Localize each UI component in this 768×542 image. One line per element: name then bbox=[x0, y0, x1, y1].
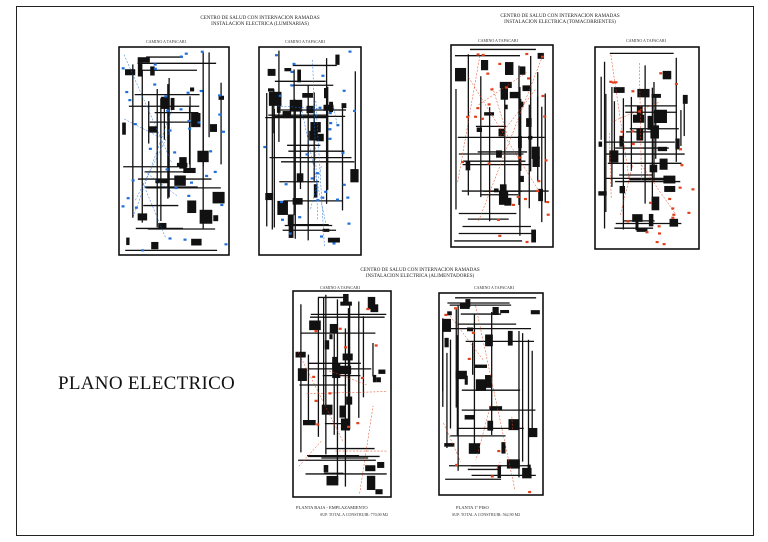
plan-luminarias-ground bbox=[118, 46, 230, 256]
sheet3-title-line2: INSTALACION ELECTRICA (ALIMENTADORES) bbox=[365, 274, 475, 279]
sheet2-road-left: CAMINO A TAPACARI bbox=[478, 38, 518, 43]
sheet3-road-right: CAMINO A TAPACARI bbox=[474, 285, 514, 290]
sheet2-title-line2: INSTALACION ELECTRICA (TOMACORRIENTES) bbox=[504, 20, 616, 25]
plan-alimentadores-ground bbox=[292, 290, 392, 498]
sheet1-title: CENTRO DE SALUD CON INTERNACION RAMADAS … bbox=[160, 16, 360, 28]
plan-tomacorrientes-first bbox=[594, 46, 700, 250]
ground-floor-caption: PLANTA BAJA - EMPLAZAMIENTO bbox=[296, 505, 368, 510]
sheet3-title: CENTRO DE SALUD CON INTERNACION RAMADAS … bbox=[320, 268, 520, 280]
first-floor-caption: PLANTA 1º PISO bbox=[456, 505, 489, 510]
sheet2-title-line1: CENTRO DE SALUD CON INTERNACION RAMADAS bbox=[500, 14, 620, 19]
sheet1-title-line2: INSTALACION ELECTRICA (LUMINARIAS) bbox=[211, 22, 309, 27]
sheet2-title: CENTRO DE SALUD CON INTERNACION RAMADAS … bbox=[460, 14, 660, 26]
sheet1-title-line1: CENTRO DE SALUD CON INTERNACION RAMADAS bbox=[200, 16, 320, 21]
sheet3-title-line1: CENTRO DE SALUD CON INTERNACION RAMADAS bbox=[360, 268, 480, 273]
ground-floor-subcaption: SUP. TOTAL A CONSTRUIR: 770,00 M2 bbox=[320, 512, 389, 517]
sheet3-road-left: CAMINO A TAPACARI bbox=[320, 285, 360, 290]
plan-tomacorrientes-ground bbox=[450, 44, 554, 248]
sheet2-road-right: CAMINO A TAPACARI bbox=[626, 38, 666, 43]
plan-alimentadores-first bbox=[438, 292, 544, 496]
sheet1-road-right: CAMINO A TAPACARI bbox=[285, 39, 325, 44]
plan-luminarias-first bbox=[258, 46, 362, 256]
sheet1-road-left: CAMINO A TAPACARI bbox=[146, 39, 186, 44]
first-floor-subcaption: SUP. TOTAL A CONSTRUIR: 562,90 M2 bbox=[452, 512, 521, 517]
plano-electrico-label: PLANO ELECTRICO bbox=[58, 373, 236, 394]
